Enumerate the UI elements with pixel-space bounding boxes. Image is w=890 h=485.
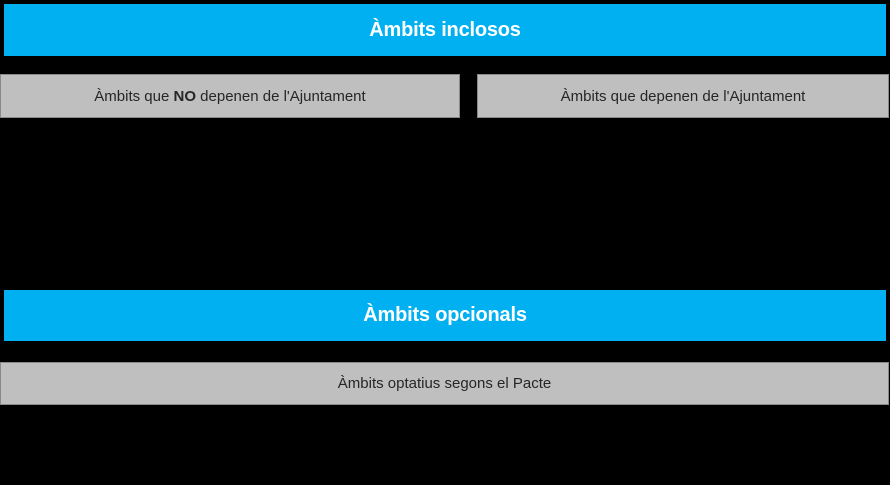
subheader-no-depenen-emphasis: NO [173, 87, 197, 105]
subheader-optatius-pacte: Àmbits optatius segons el Pacte [0, 362, 889, 405]
subheader-no-depenen-ajuntament: Àmbits que NO depenen de l'Ajuntament [0, 74, 460, 118]
section-header-ambits-opcionals: Àmbits opcionals [4, 290, 886, 341]
subheader-depenen-ajuntament: Àmbits que depenen de l'Ajuntament [477, 74, 889, 118]
subheader-optatius-label: Àmbits optatius segons el Pacte [337, 375, 552, 392]
section-header-ambits-inclosos: Àmbits inclosos [4, 4, 886, 56]
subheader-depenen-label: Àmbits que depenen de l'Ajuntament [560, 87, 806, 105]
subheader-no-depenen-prefix: Àmbits que [94, 87, 174, 105]
subheader-no-depenen-label: Àmbits que NO depenen de l'Ajuntament [94, 88, 365, 105]
subheader-no-depenen-suffix: depenen de l'Ajuntament [196, 87, 366, 105]
section-title-opcionals: Àmbits opcionals [363, 304, 527, 326]
section-title-inclosos: Àmbits inclosos [369, 18, 521, 41]
